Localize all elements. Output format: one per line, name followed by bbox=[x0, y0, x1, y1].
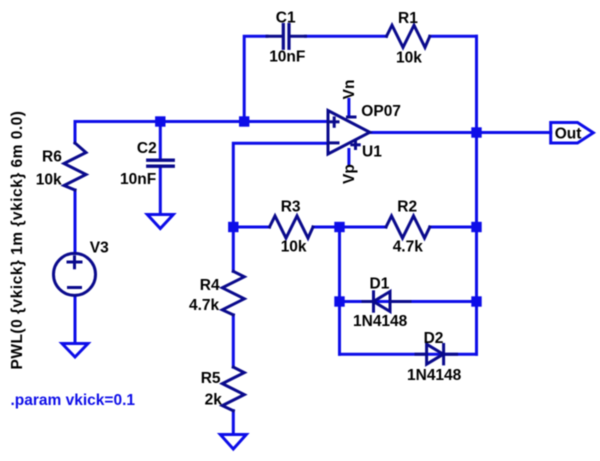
svg-text:R6: R6 bbox=[42, 149, 62, 166]
svg-text:R2: R2 bbox=[397, 198, 417, 215]
svg-text:10k: 10k bbox=[396, 50, 422, 67]
svg-text:Out: Out bbox=[555, 126, 582, 143]
svg-text:D2: D2 bbox=[424, 330, 444, 347]
svg-text:D1: D1 bbox=[370, 276, 390, 293]
svg-text:OP07: OP07 bbox=[361, 103, 401, 120]
svg-text:2k: 2k bbox=[205, 392, 223, 409]
svg-text:4.7k: 4.7k bbox=[189, 297, 220, 314]
svg-text:R4: R4 bbox=[200, 277, 220, 294]
svg-text:10nF: 10nF bbox=[120, 171, 156, 188]
svg-text:PWL(0 {vkick} 1m {vkick} 6m 0.: PWL(0 {vkick} 1m {vkick} 6m 0.0) bbox=[9, 111, 26, 370]
svg-text:R5: R5 bbox=[201, 370, 221, 387]
svg-text:R3: R3 bbox=[281, 198, 301, 215]
svg-text:10k: 10k bbox=[36, 172, 62, 189]
svg-text:4.7k: 4.7k bbox=[393, 239, 424, 256]
svg-text:U1: U1 bbox=[362, 143, 382, 160]
svg-text:10nF: 10nF bbox=[269, 49, 305, 66]
svg-text:R1: R1 bbox=[398, 10, 418, 27]
svg-text:Vn: Vn bbox=[341, 80, 358, 100]
svg-text:Vp: Vp bbox=[341, 164, 358, 184]
svg-text:10k: 10k bbox=[281, 239, 307, 256]
svg-text:.param vkick=0.1: .param vkick=0.1 bbox=[11, 392, 136, 409]
svg-text:C1: C1 bbox=[276, 10, 296, 27]
svg-text:1N4148: 1N4148 bbox=[353, 313, 408, 330]
svg-text:C2: C2 bbox=[137, 140, 157, 157]
svg-text:V3: V3 bbox=[90, 240, 109, 257]
svg-text:1N4148: 1N4148 bbox=[407, 367, 462, 384]
